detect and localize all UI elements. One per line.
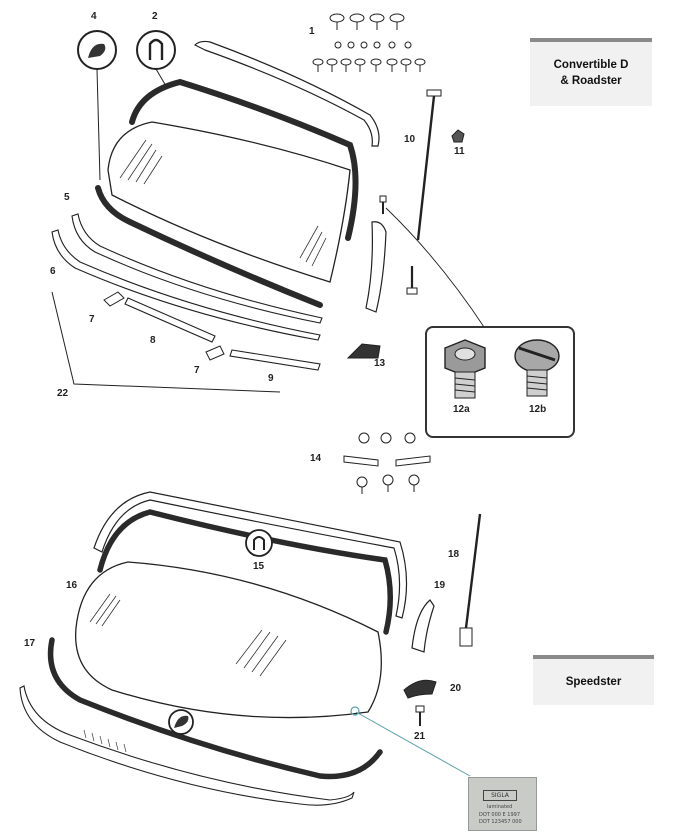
rod-18-head bbox=[459, 627, 473, 647]
part-number-4: 4 bbox=[91, 11, 97, 22]
stamp-line2: DOT 000 E 1997 bbox=[479, 812, 521, 818]
screw-21 bbox=[415, 705, 425, 726]
glass-stamp-image: SIGLA laminated DOT 000 E 1997 DOT 12345… bbox=[468, 777, 537, 831]
part-number-1: 1 bbox=[309, 26, 315, 37]
callout-12: 12a 12b bbox=[425, 326, 575, 438]
trim-strip-9 bbox=[229, 349, 321, 371]
speedster-lower-seal bbox=[47, 637, 383, 780]
corner-post bbox=[365, 221, 387, 313]
bracket-19 bbox=[411, 599, 435, 653]
section-tag-speedster-label: Speedster bbox=[565, 676, 622, 688]
top-windshield-glass bbox=[107, 121, 351, 283]
trim-hatching bbox=[83, 729, 127, 753]
part-number-7a: 7 bbox=[89, 314, 95, 325]
screw-12b-icon bbox=[514, 339, 560, 397]
nut-11 bbox=[451, 129, 465, 143]
part-number-2: 2 bbox=[152, 11, 158, 22]
part-number-16: 16 bbox=[66, 580, 78, 591]
speedster-glass-reflections bbox=[89, 593, 287, 677]
part-number-9: 9 bbox=[268, 373, 274, 384]
callout-label-12b: 12b bbox=[529, 404, 547, 415]
upper-rubber-seal bbox=[129, 78, 359, 241]
trim-clip-7a bbox=[103, 291, 125, 307]
screw-set-14 bbox=[343, 432, 431, 494]
part-number-15: 15 bbox=[253, 561, 265, 572]
part-number-7b: 7 bbox=[194, 365, 200, 376]
detail-circle-2 bbox=[136, 30, 176, 70]
speedster-lower-trim bbox=[19, 685, 355, 806]
part-number-8: 8 bbox=[150, 335, 156, 346]
stamp-pointer bbox=[350, 706, 360, 716]
trim-strip-8 bbox=[124, 297, 216, 343]
leader-2 bbox=[155, 68, 167, 87]
lower-trim-inner bbox=[71, 213, 323, 324]
detail-circle-4 bbox=[77, 30, 117, 70]
leader-22 bbox=[51, 291, 281, 393]
part-number-22: 22 bbox=[57, 388, 69, 399]
part-number-5: 5 bbox=[64, 192, 70, 203]
bracket-13 bbox=[346, 343, 381, 359]
rod-10 bbox=[416, 95, 436, 241]
part-number-11: 11 bbox=[454, 146, 465, 157]
stamp-leader bbox=[355, 711, 471, 777]
section-tag-line2: & Roadster bbox=[560, 75, 622, 87]
screw-set-1 bbox=[312, 13, 426, 72]
detail-circle-17 bbox=[168, 709, 194, 735]
part-number-6: 6 bbox=[50, 266, 56, 277]
pad-20 bbox=[403, 679, 437, 699]
part-number-19: 19 bbox=[434, 580, 446, 591]
callout-leader bbox=[385, 207, 487, 331]
glass-reflection-lines bbox=[119, 139, 327, 267]
detail-circle-15 bbox=[245, 529, 273, 557]
rod-18 bbox=[464, 513, 482, 629]
part-number-21: 21 bbox=[414, 731, 426, 742]
part-number-18: 18 bbox=[448, 549, 460, 560]
part-number-10: 10 bbox=[404, 134, 416, 145]
section-tag-convertible: Convertible D & Roadster bbox=[530, 38, 652, 106]
lower-trim-6 bbox=[51, 229, 321, 341]
leader-4 bbox=[96, 68, 101, 181]
speedster-windshield-glass bbox=[74, 561, 382, 719]
screw-small bbox=[379, 195, 387, 214]
bolt-12a-icon bbox=[444, 339, 486, 399]
section-tag-line1: Convertible D bbox=[553, 59, 629, 71]
stamp-line3: DOT 123457 000 bbox=[479, 819, 522, 825]
section-tag-speedster: Speedster bbox=[533, 655, 654, 705]
stamp-brand: SIGLA bbox=[483, 790, 517, 801]
trim-clip-7b bbox=[205, 345, 225, 361]
lower-rubber-seal bbox=[95, 185, 323, 308]
part-number-13: 13 bbox=[374, 358, 386, 369]
part-number-14: 14 bbox=[310, 453, 322, 464]
part-number-20: 20 bbox=[450, 683, 462, 694]
top-chrome-trim bbox=[193, 40, 380, 147]
rod-10-head bbox=[426, 89, 442, 97]
part-number-17: 17 bbox=[24, 638, 36, 649]
callout-label-12a: 12a bbox=[453, 404, 470, 415]
bolt-vertical bbox=[406, 266, 418, 295]
speedster-top-frame bbox=[93, 491, 408, 619]
stamp-line1: laminated bbox=[487, 804, 513, 810]
